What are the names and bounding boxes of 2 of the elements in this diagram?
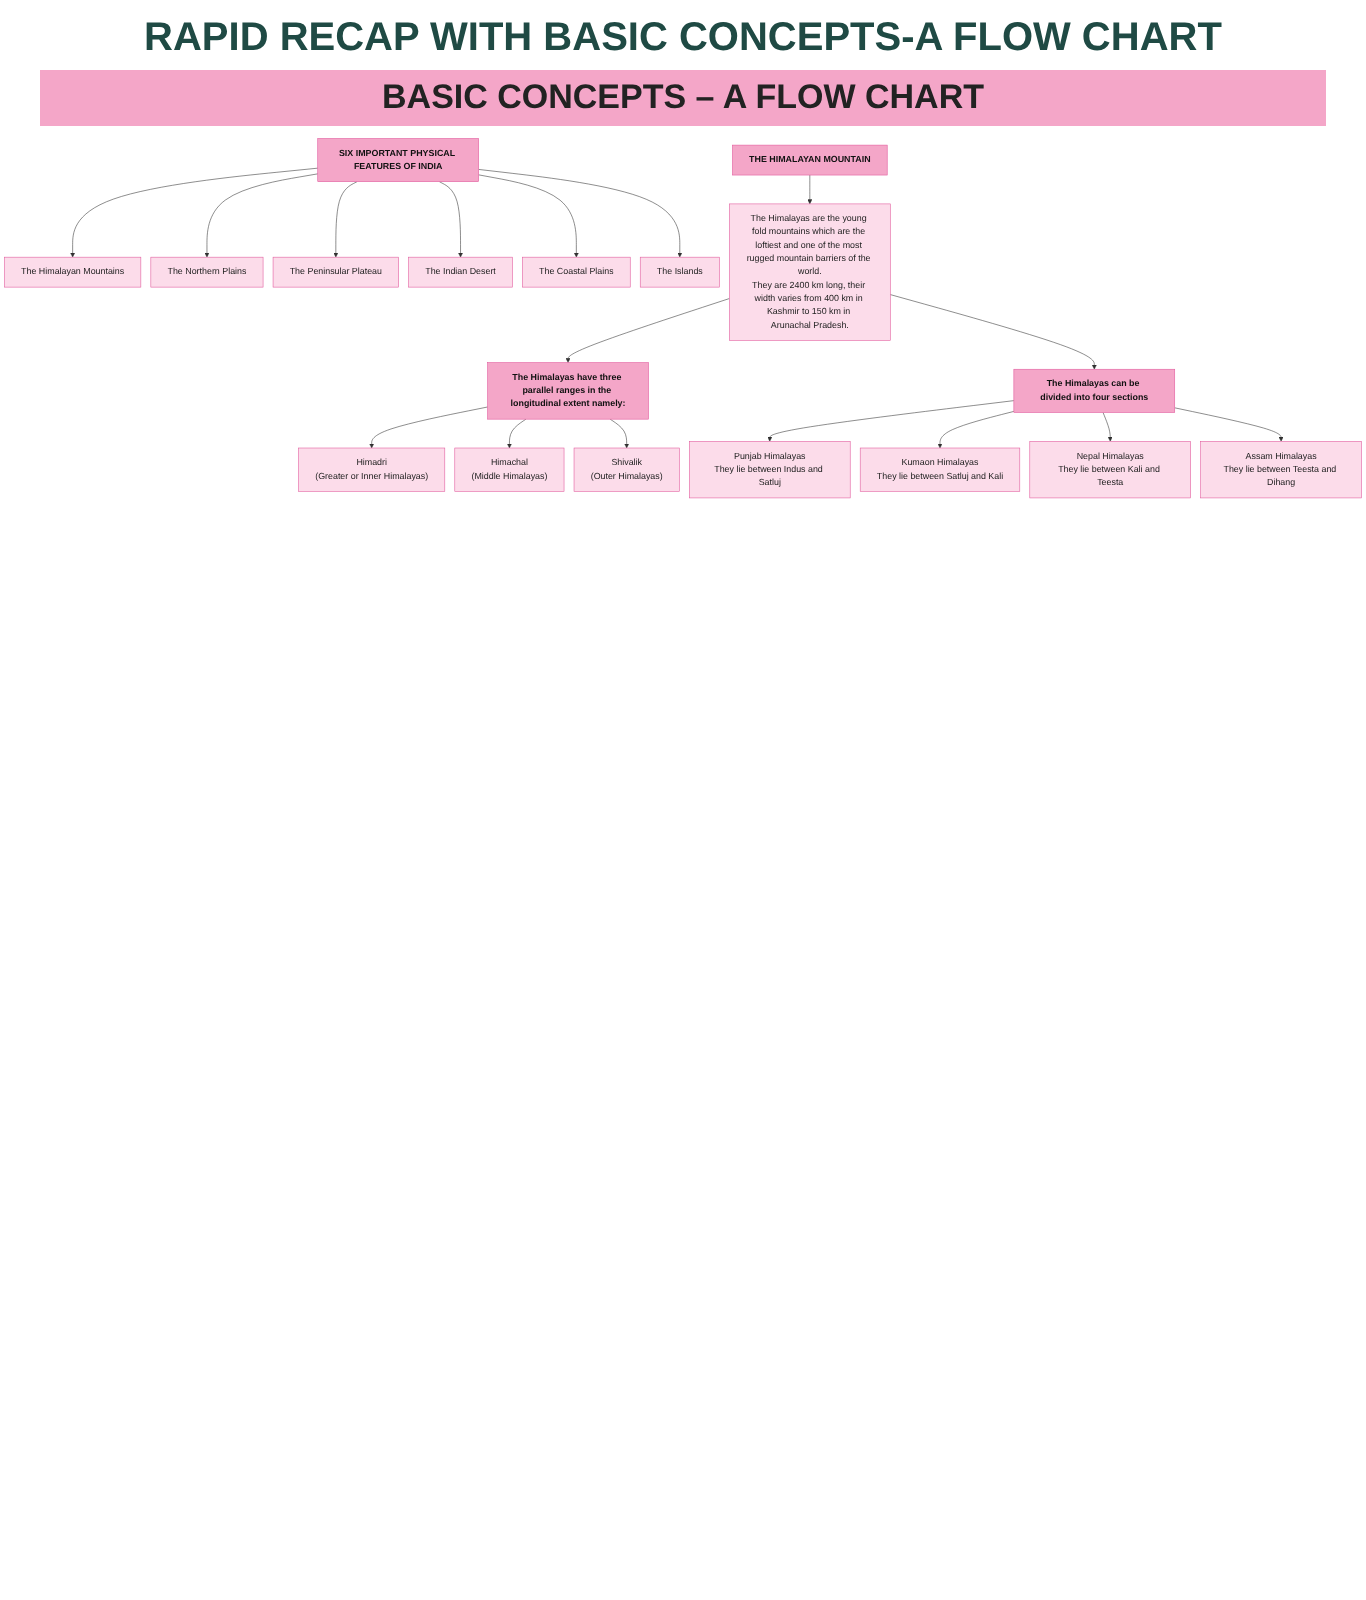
page-title: RAPID RECAP WITH BASIC CONCEPTS-A FLOW CHART xyxy=(142,16,1224,62)
chart-heading: BASIC CONCEPTS – A FLOW CHART xyxy=(40,70,1326,126)
